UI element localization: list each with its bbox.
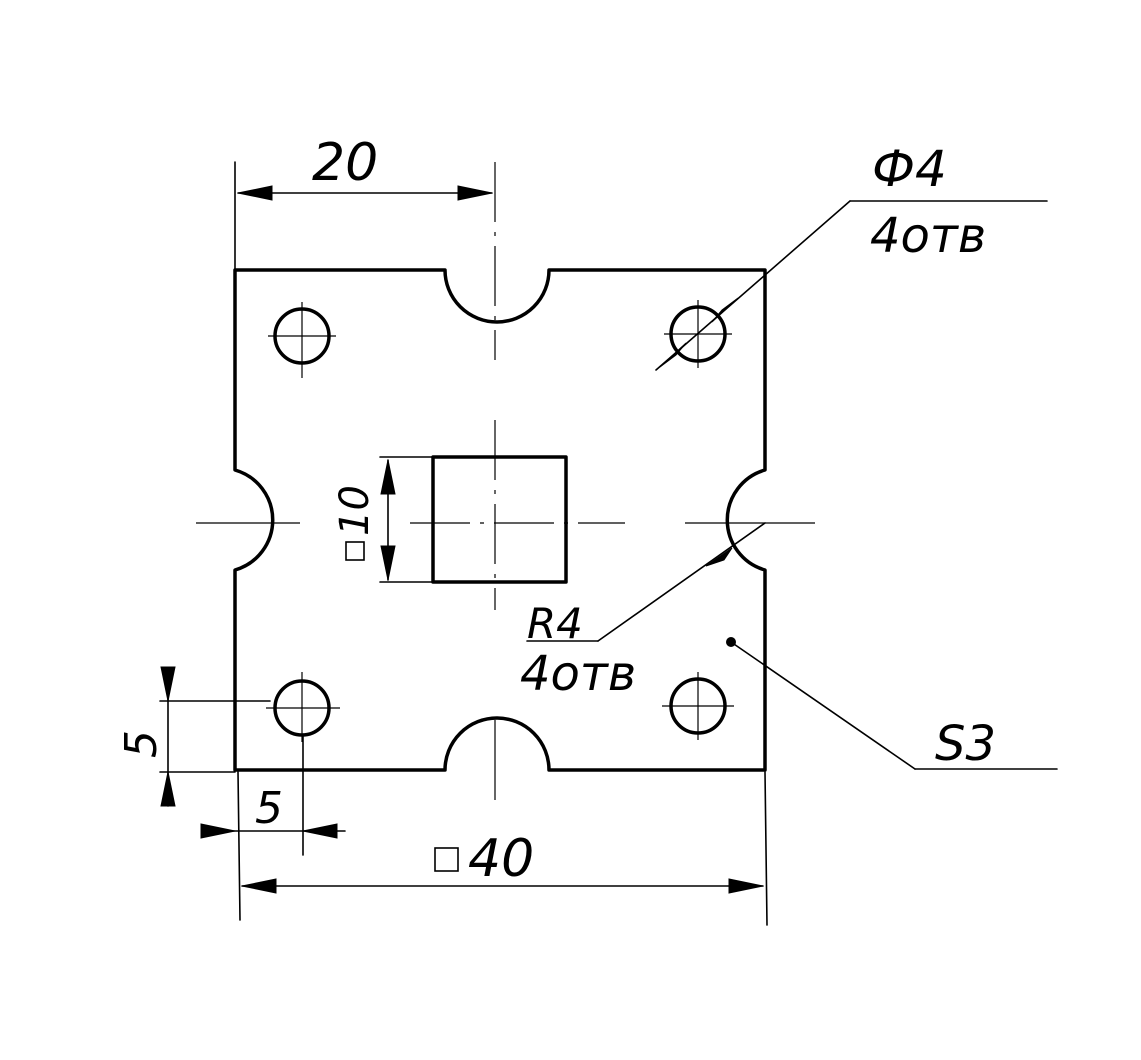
dimension-5-vertical	[159, 666, 271, 807]
main-center-lines	[196, 162, 815, 800]
dimension-40-label: 40	[468, 829, 534, 889]
dimension-5-vertical-label: 5	[116, 730, 167, 758]
hole-count-label: 4отв	[870, 208, 986, 264]
dimension-20-label: 20	[312, 133, 378, 193]
hole-diameter-leader	[655, 200, 1048, 371]
dimension-10	[379, 456, 434, 583]
notch-radius-leader	[526, 522, 766, 642]
dimension-5-horizontal-label: 5	[255, 783, 283, 834]
notch-count-label: 4отв	[520, 646, 636, 702]
square-symbol-40	[434, 847, 459, 872]
dimension-20	[234, 161, 493, 271]
dimension-5-horizontal	[200, 735, 346, 856]
plate-outline	[233, 268, 767, 772]
thickness-leader	[726, 637, 1058, 770]
hole-diameter-label: Ф4	[872, 140, 947, 198]
square-symbol-10	[345, 541, 365, 561]
dimension-40	[237, 771, 768, 926]
thickness-label: S3	[935, 716, 996, 772]
dimension-10-label: 10	[332, 485, 378, 536]
notch-radius-label: R4	[527, 599, 583, 648]
square-hole	[431, 455, 568, 584]
